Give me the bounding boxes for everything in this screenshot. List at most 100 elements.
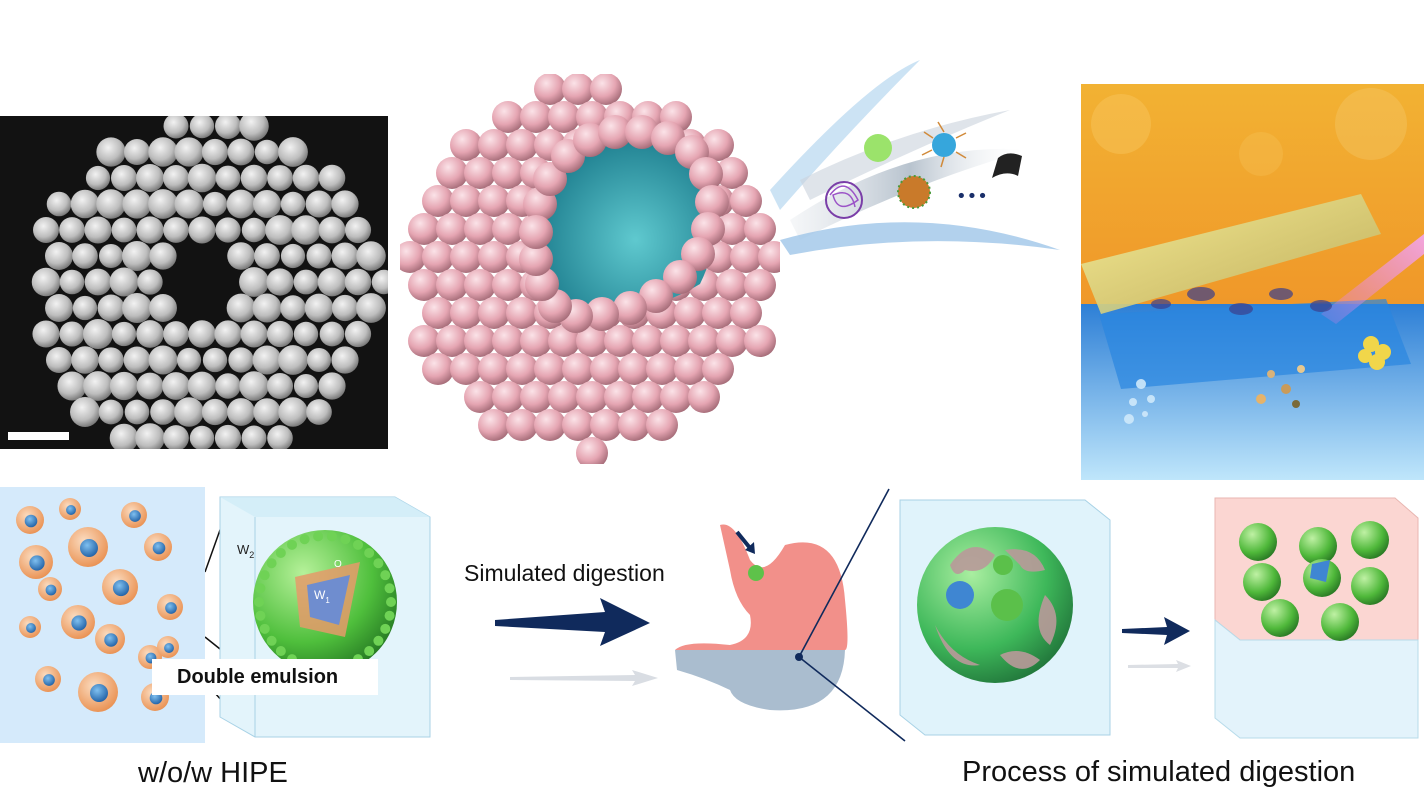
sem-particle bbox=[44, 241, 74, 271]
shell-particle bbox=[326, 531, 337, 542]
pink-particle bbox=[506, 353, 538, 385]
pink-particle bbox=[450, 129, 482, 161]
pink-particle bbox=[632, 325, 664, 357]
pink-particle bbox=[674, 353, 706, 385]
pink-rim-particle bbox=[519, 215, 553, 249]
pink-particle bbox=[478, 185, 510, 217]
sem-particle bbox=[318, 164, 346, 192]
sem-micrograph bbox=[0, 116, 388, 449]
released-green-particle bbox=[1351, 567, 1389, 605]
sem-particle bbox=[136, 372, 164, 400]
sem-particle bbox=[98, 347, 124, 373]
o-label: O bbox=[334, 559, 342, 570]
pink-particle bbox=[576, 381, 608, 413]
yellow-gel-sheet bbox=[1081, 194, 1381, 314]
sem-particle bbox=[188, 320, 216, 348]
sem-particle bbox=[202, 347, 228, 373]
shell-particle bbox=[386, 597, 396, 607]
sem-particle bbox=[239, 116, 269, 141]
pink-particle bbox=[590, 74, 622, 105]
sem-particle bbox=[57, 371, 87, 401]
sem-particle bbox=[148, 189, 178, 219]
sem-particle bbox=[215, 165, 241, 191]
sem-particle bbox=[32, 320, 60, 348]
sem-particle bbox=[319, 321, 345, 347]
sem-particle bbox=[227, 398, 255, 426]
pink-rim-particle bbox=[598, 115, 632, 149]
inner-water-droplet bbox=[43, 674, 55, 686]
inner-water-droplet bbox=[165, 602, 177, 614]
sem-particle bbox=[124, 399, 150, 425]
pink-particle bbox=[464, 157, 496, 189]
pink-particle bbox=[478, 129, 510, 161]
sem-particle bbox=[189, 116, 215, 139]
inner-water-droplet bbox=[66, 505, 76, 515]
sem-particle bbox=[174, 189, 204, 219]
pink-rim-particle bbox=[585, 297, 619, 331]
sem-particle bbox=[252, 189, 282, 219]
sem-particle bbox=[344, 216, 372, 244]
pink-particle bbox=[716, 325, 748, 357]
w1-label: W bbox=[314, 588, 326, 602]
flag-icon bbox=[992, 153, 1022, 178]
pink-particle bbox=[506, 297, 538, 329]
shell-particle bbox=[313, 531, 324, 542]
sem-particle bbox=[174, 397, 204, 427]
arrow-right-icon bbox=[1122, 617, 1190, 645]
sem-particle bbox=[46, 191, 72, 217]
pink-particle bbox=[730, 297, 762, 329]
shell-particle bbox=[384, 583, 395, 594]
inner-water-droplet bbox=[26, 623, 36, 633]
pink-rim-particle bbox=[625, 115, 659, 149]
released-green-particle bbox=[1261, 599, 1299, 637]
pink-particle bbox=[478, 409, 510, 441]
sem-particle bbox=[305, 190, 333, 218]
digestion-cube-1 bbox=[895, 495, 1117, 740]
pink-particle bbox=[744, 269, 776, 301]
sem-particle bbox=[189, 425, 215, 449]
blue-droplet-icon bbox=[946, 581, 974, 609]
sem-particle bbox=[356, 293, 386, 323]
sem-particle bbox=[254, 139, 280, 165]
shell-particle bbox=[380, 623, 391, 634]
pink-rim-particle bbox=[519, 242, 553, 276]
shell-particle bbox=[364, 547, 375, 558]
pink-particle bbox=[478, 353, 510, 385]
pink-particle bbox=[450, 297, 482, 329]
pink-particle bbox=[422, 241, 454, 273]
shell-particle bbox=[380, 570, 391, 581]
stomach-illustration bbox=[675, 520, 855, 720]
sem-particle bbox=[267, 165, 293, 191]
inner-water-droplet bbox=[129, 510, 141, 522]
sem-particle bbox=[214, 320, 242, 348]
sem-particle bbox=[371, 269, 388, 295]
pink-particle bbox=[758, 241, 780, 273]
sem-particle bbox=[239, 371, 269, 401]
protein-tails-icon bbox=[921, 121, 967, 168]
pink-particle bbox=[464, 269, 496, 301]
shell-particle bbox=[259, 623, 270, 634]
yellow-cluster bbox=[1358, 336, 1391, 370]
sem-particle bbox=[280, 191, 306, 217]
sem-particle bbox=[123, 138, 151, 166]
released-green-particle bbox=[1299, 527, 1337, 565]
neutral-phase bbox=[1214, 618, 1419, 739]
pink-particle bbox=[688, 381, 720, 413]
sem-particle bbox=[163, 321, 189, 347]
arrow-right-icon bbox=[495, 598, 650, 646]
sem-particle bbox=[162, 164, 190, 192]
pink-particle bbox=[422, 297, 454, 329]
ghost-arrow bbox=[510, 670, 660, 686]
released-green-particle bbox=[1243, 563, 1281, 601]
sem-particle bbox=[266, 372, 294, 400]
sem-particle bbox=[72, 295, 98, 321]
pink-rim-particle bbox=[613, 291, 647, 325]
sem-particle bbox=[109, 423, 139, 449]
shell-particle bbox=[275, 547, 286, 558]
sem-particle bbox=[331, 190, 359, 218]
shell-particle bbox=[340, 534, 351, 545]
pink-particle bbox=[492, 269, 524, 301]
released-green-particle bbox=[1321, 603, 1359, 641]
pink-particle bbox=[660, 325, 692, 357]
sem-particle bbox=[202, 191, 228, 217]
